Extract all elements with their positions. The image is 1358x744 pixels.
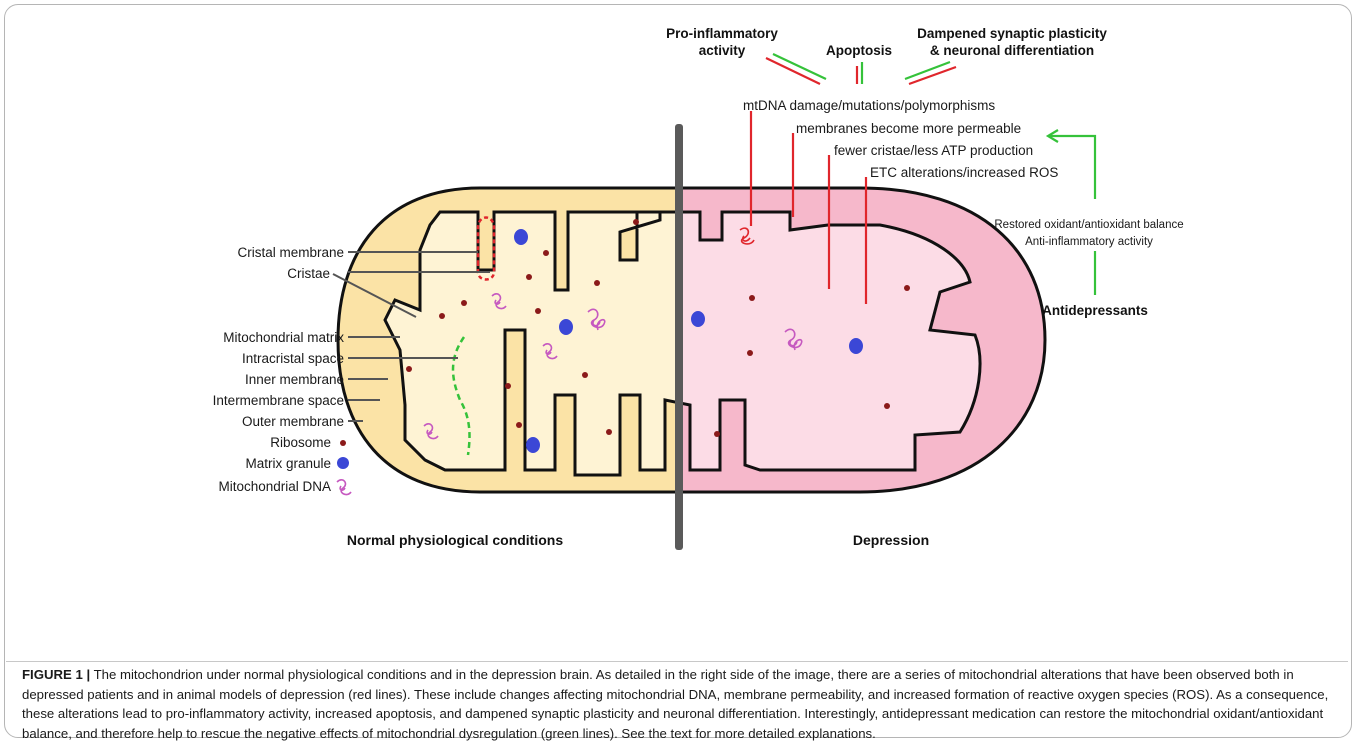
effect-line1: Restored oxidant/antioxidant balance	[994, 219, 1183, 231]
legend-ribosome-icon	[340, 440, 346, 446]
ribosome-dot	[461, 300, 467, 306]
label-outer-membrane: Outer membrane	[242, 414, 344, 429]
legend-matrix-granule-icon	[337, 457, 349, 469]
antidepressants-label: Antidepressants	[1042, 303, 1148, 318]
mitochondrion-diagram: Cristal membrane Cristae Mitochondrial m…	[0, 0, 1358, 660]
label-inner-membrane: Inner membrane	[245, 372, 344, 387]
matrix-granule-dot	[849, 338, 863, 354]
ribosome-dot	[594, 280, 600, 286]
ribosome-dot	[904, 285, 910, 291]
legend-mtdna-icon	[337, 480, 351, 495]
label-cristae: Cristae	[287, 266, 330, 281]
ribosome-dot	[543, 250, 549, 256]
label-mitochondrial-matrix: Mitochondrial matrix	[223, 330, 344, 345]
outcome-synaptic-line1: Dampened synaptic plasticity	[917, 26, 1107, 41]
label-intermembrane-space: Intermembrane space	[213, 393, 344, 408]
alteration-mtdna: mtDNA damage/mutations/polymorphisms	[743, 98, 995, 113]
caption-text: The mitochondrion under normal physiolog…	[22, 667, 1328, 741]
antidepressant-effect-labels: Restored oxidant/antioxidant balance Ant…	[994, 219, 1183, 248]
center-divider	[675, 124, 683, 550]
outcome-labels: Pro-inflammatory activity Apoptosis Damp…	[666, 26, 1107, 58]
ribosome-dot	[714, 431, 720, 437]
ribosome-dot	[747, 350, 753, 356]
outcome-pro-inflammatory-line2: activity	[699, 43, 746, 58]
matrix-granule-dot	[514, 229, 528, 245]
ribosome-dot	[884, 403, 890, 409]
panel-title-depression: Depression	[853, 532, 929, 548]
matrix-granule-dot	[559, 319, 573, 335]
structure-labels: Cristal membrane Cristae Mitochondrial m…	[213, 245, 345, 494]
label-intracristal-space: Intracristal space	[242, 351, 344, 366]
alteration-membranes: membranes become more permeable	[796, 121, 1021, 136]
ribosome-dot	[505, 383, 511, 389]
ribosome-dot	[439, 313, 445, 319]
alteration-labels: mtDNA damage/mutations/polymorphisms mem…	[743, 98, 1058, 180]
caption-label: FIGURE 1 |	[22, 667, 90, 682]
effect-line2: Anti-inflammatory activity	[1025, 236, 1153, 248]
ribosome-dot	[749, 295, 755, 301]
matrix-granule-dot	[691, 311, 705, 327]
outcome-pro-inflammatory-line1: Pro-inflammatory	[666, 26, 778, 41]
ribosome-dot	[535, 308, 541, 314]
alteration-cristae: fewer cristae/less ATP production	[834, 143, 1033, 158]
outcome-synaptic-line2: & neuronal differentiation	[930, 43, 1094, 58]
ribosome-dot	[582, 372, 588, 378]
outcome-apoptosis: Apoptosis	[826, 43, 892, 58]
ribosome-dot	[633, 219, 639, 225]
label-cristal-membrane: Cristal membrane	[237, 245, 344, 260]
label-mitochondrial-dna: Mitochondrial DNA	[218, 479, 331, 494]
label-matrix-granule: Matrix granule	[245, 456, 331, 471]
ribosome-dot	[516, 422, 522, 428]
caption-divider	[6, 661, 1348, 662]
panel-title-normal: Normal physiological conditions	[347, 532, 563, 548]
figure-caption: FIGURE 1 | The mitochondrion under norma…	[22, 665, 1338, 743]
label-ribosome: Ribosome	[270, 435, 331, 450]
ribosome-dot	[406, 366, 412, 372]
ribosome-dot	[606, 429, 612, 435]
ribosome-dot	[526, 274, 532, 280]
matrix-granule-dot	[526, 437, 540, 453]
alteration-etc: ETC alterations/increased ROS	[870, 165, 1058, 180]
